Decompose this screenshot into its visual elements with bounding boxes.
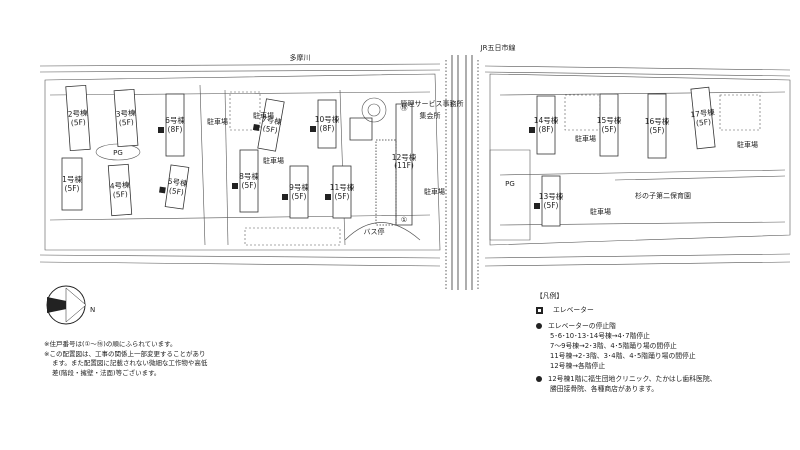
compass-icon: N	[46, 285, 95, 325]
building-7: 7号棟(5F)	[252, 98, 285, 152]
svg-text:①: ①	[401, 216, 407, 224]
building-label: 7号棟	[261, 113, 283, 126]
legend-clinic-2: 勝田接骨院、各種商店があります。	[550, 385, 659, 393]
building-label: 13号棟	[539, 191, 564, 201]
building-floors: (5F)	[119, 117, 135, 127]
elevator-icon	[529, 127, 535, 133]
parking-label-2: 駐車場	[253, 111, 274, 120]
building-label: 3号棟	[115, 107, 136, 118]
elevator-icon	[536, 306, 543, 314]
building-4: 4号棟(5F)	[107, 163, 133, 217]
legend: 【凡例】 エレベーター エレベーターの停止階 5･6･10･13･14号棟→4･…	[536, 291, 786, 394]
pg-label-left: PG	[113, 149, 123, 157]
building-floors: (5F)	[71, 117, 87, 127]
elevator-icon	[325, 194, 331, 200]
building-floors: (5F)	[602, 125, 617, 134]
meeting-hall-label: 集会所	[420, 111, 441, 120]
parking-label-7: 駐車場	[590, 207, 611, 216]
building-label: 11号棟	[330, 182, 355, 192]
note-line: ※この配置図は、工事の関係上一部変更することがあり	[44, 349, 206, 358]
bullet-icon	[536, 323, 542, 329]
svg-text:N: N	[90, 306, 95, 314]
rail-label: JR五日市線	[480, 43, 516, 52]
elevator-icon	[534, 203, 540, 209]
building-label: 15号棟	[597, 115, 622, 125]
building-14: 14号棟(8F)	[529, 95, 559, 155]
building-label: 17号棟	[690, 107, 716, 120]
building-6: 6号棟(8F)	[158, 93, 185, 157]
note-line: ※住戸番号は(①〜⑯)の順にふられています。	[44, 340, 177, 348]
building-label: 2号棟	[67, 107, 88, 118]
building-13: 13号棟(5F)	[534, 175, 564, 227]
building-floors: (5F)	[696, 117, 712, 128]
elevator-icon	[310, 126, 316, 132]
building-label: 6号棟	[165, 115, 185, 125]
building-floors: (8F)	[168, 125, 183, 134]
building-floors: (8F)	[320, 124, 335, 133]
building-12-label: 12号棟	[392, 152, 417, 162]
building-15: 15号棟(5F)	[597, 93, 622, 157]
building-8: 8号棟(5F)	[232, 149, 259, 213]
parking-label-5: 駐車場	[575, 134, 596, 143]
parking-label-4: 駐車場	[424, 187, 445, 196]
building-17: 17号棟(5F)	[690, 86, 716, 150]
note-line: 差(階段・擁壁・法面)等ございます。	[52, 368, 161, 377]
river-label: 多摩川	[290, 53, 311, 62]
site-notes: ※住戸番号は(①〜⑯)の順にふられています。 ※この配置図は、工事の関係上一部変…	[44, 340, 284, 378]
building-2: 2号棟(5F)	[65, 84, 91, 152]
building-floors: (5F)	[262, 124, 278, 135]
elevator-icon	[252, 124, 260, 131]
building-floors: (5F)	[335, 192, 350, 201]
legend-title: 【凡例】	[536, 292, 564, 300]
building-floors: (5F)	[544, 201, 559, 210]
elevator-icon	[282, 194, 288, 200]
legend-stop-title: エレベーターの停止階	[548, 322, 616, 330]
legend-elevator: エレベーター	[553, 306, 594, 314]
building-floors: (5F)	[65, 184, 80, 193]
building-5: 5号棟(5F)	[159, 164, 190, 210]
building-floors: (5F)	[292, 192, 307, 201]
building-floors: (5F)	[113, 189, 129, 199]
office-label: 管理サービス事務所	[401, 99, 464, 108]
building-label: 9号棟	[289, 182, 309, 192]
building-label: 8号棟	[239, 171, 259, 181]
bullet-icon	[536, 376, 542, 382]
legend-clinic: 12号棟1階に福生団地クリニック、たかはし歯科医院、	[548, 375, 717, 383]
building-label: 5号棟	[167, 176, 188, 189]
legend-stop: 12号棟→各階停止	[550, 362, 606, 370]
building-3: 3号棟(5F)	[113, 88, 139, 148]
building-label: 10号棟	[315, 114, 340, 124]
elevator-icon	[158, 127, 164, 133]
elevator-icon	[159, 186, 166, 194]
building-label: 14号棟	[534, 115, 559, 125]
building-1: 1号棟(5F)	[61, 157, 83, 211]
building-label: 1号棟	[62, 174, 82, 184]
building-label: 4号棟	[109, 179, 130, 190]
building-floors: (8F)	[539, 125, 554, 134]
building-9: 9号棟(5F)	[282, 165, 309, 219]
parking-label-3: 駐車場	[263, 156, 284, 165]
note-line: ます。また配置図に記載されない微細な工作物や高低	[52, 359, 208, 367]
building-11: 11号棟(5F)	[325, 165, 355, 219]
building-10: 10号棟(8F)	[310, 99, 340, 149]
nursery-label: 杉の子第二保育園	[635, 191, 691, 200]
building-label: 16号棟	[645, 116, 670, 126]
building-12-floors: (11F)	[394, 161, 414, 170]
building-floors: (5F)	[242, 181, 257, 190]
legend-stop: 11号棟→2･3階、3･4階、4･5階踊り場の間停止	[550, 352, 696, 360]
pg-label-right: PG	[505, 180, 515, 188]
legend-stop: 5･6･10･13･14号棟→4･7階停止	[550, 332, 650, 340]
svg-text:⑯: ⑯	[401, 104, 408, 112]
elevator-icon	[232, 183, 238, 189]
building-floors: (5F)	[168, 186, 184, 197]
bus-stop-label: バス停	[364, 227, 385, 236]
building-16: 16号棟(5F)	[645, 93, 670, 159]
legend-stop: 7〜9号棟→2･3階、4･5階踊り場の間停止	[550, 342, 677, 350]
building-floors: (5F)	[650, 126, 665, 135]
parking-label-6: 駐車場	[737, 140, 758, 149]
parking-label-1: 駐車場	[207, 117, 228, 126]
